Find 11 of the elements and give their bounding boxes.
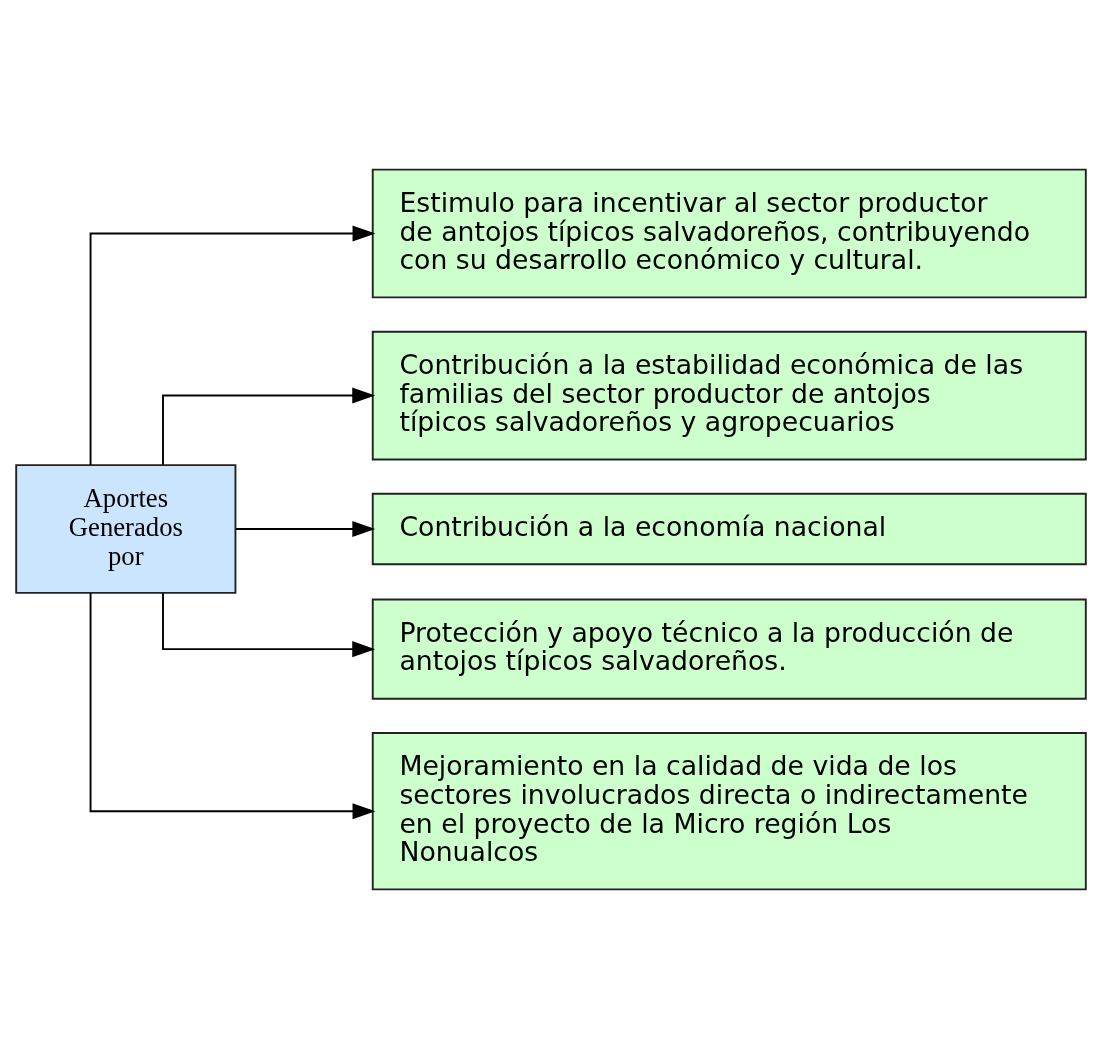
arrow: [234, 521, 376, 538]
arrow: [162, 387, 376, 466]
arrow: [89, 225, 376, 466]
node-box: Estimulo para incentivar al sector productor de antojos típicos salvadoreños, contribuyendo con su desarrollo económico y cultural.: [371, 168, 1087, 299]
node-box: Protección y apoyo técnico a la producción de antojos típicos salvadoreños.: [371, 598, 1087, 700]
arrow: [89, 592, 376, 820]
arrow: [162, 592, 376, 658]
node-box: Mejoramiento en la calidad de vida de los sectores involucrados directa o indirectamente en el proyecto de la Micro región Los Nonualcos: [371, 732, 1087, 891]
node-box: Aportes Generados por: [15, 464, 237, 594]
node-box: Contribución a la economía nacional: [371, 492, 1087, 566]
node-box: Contribución a la estabilidad económica de las familias del sector productor de antojos típicos salvadoreños y agropecuarios: [371, 330, 1087, 461]
